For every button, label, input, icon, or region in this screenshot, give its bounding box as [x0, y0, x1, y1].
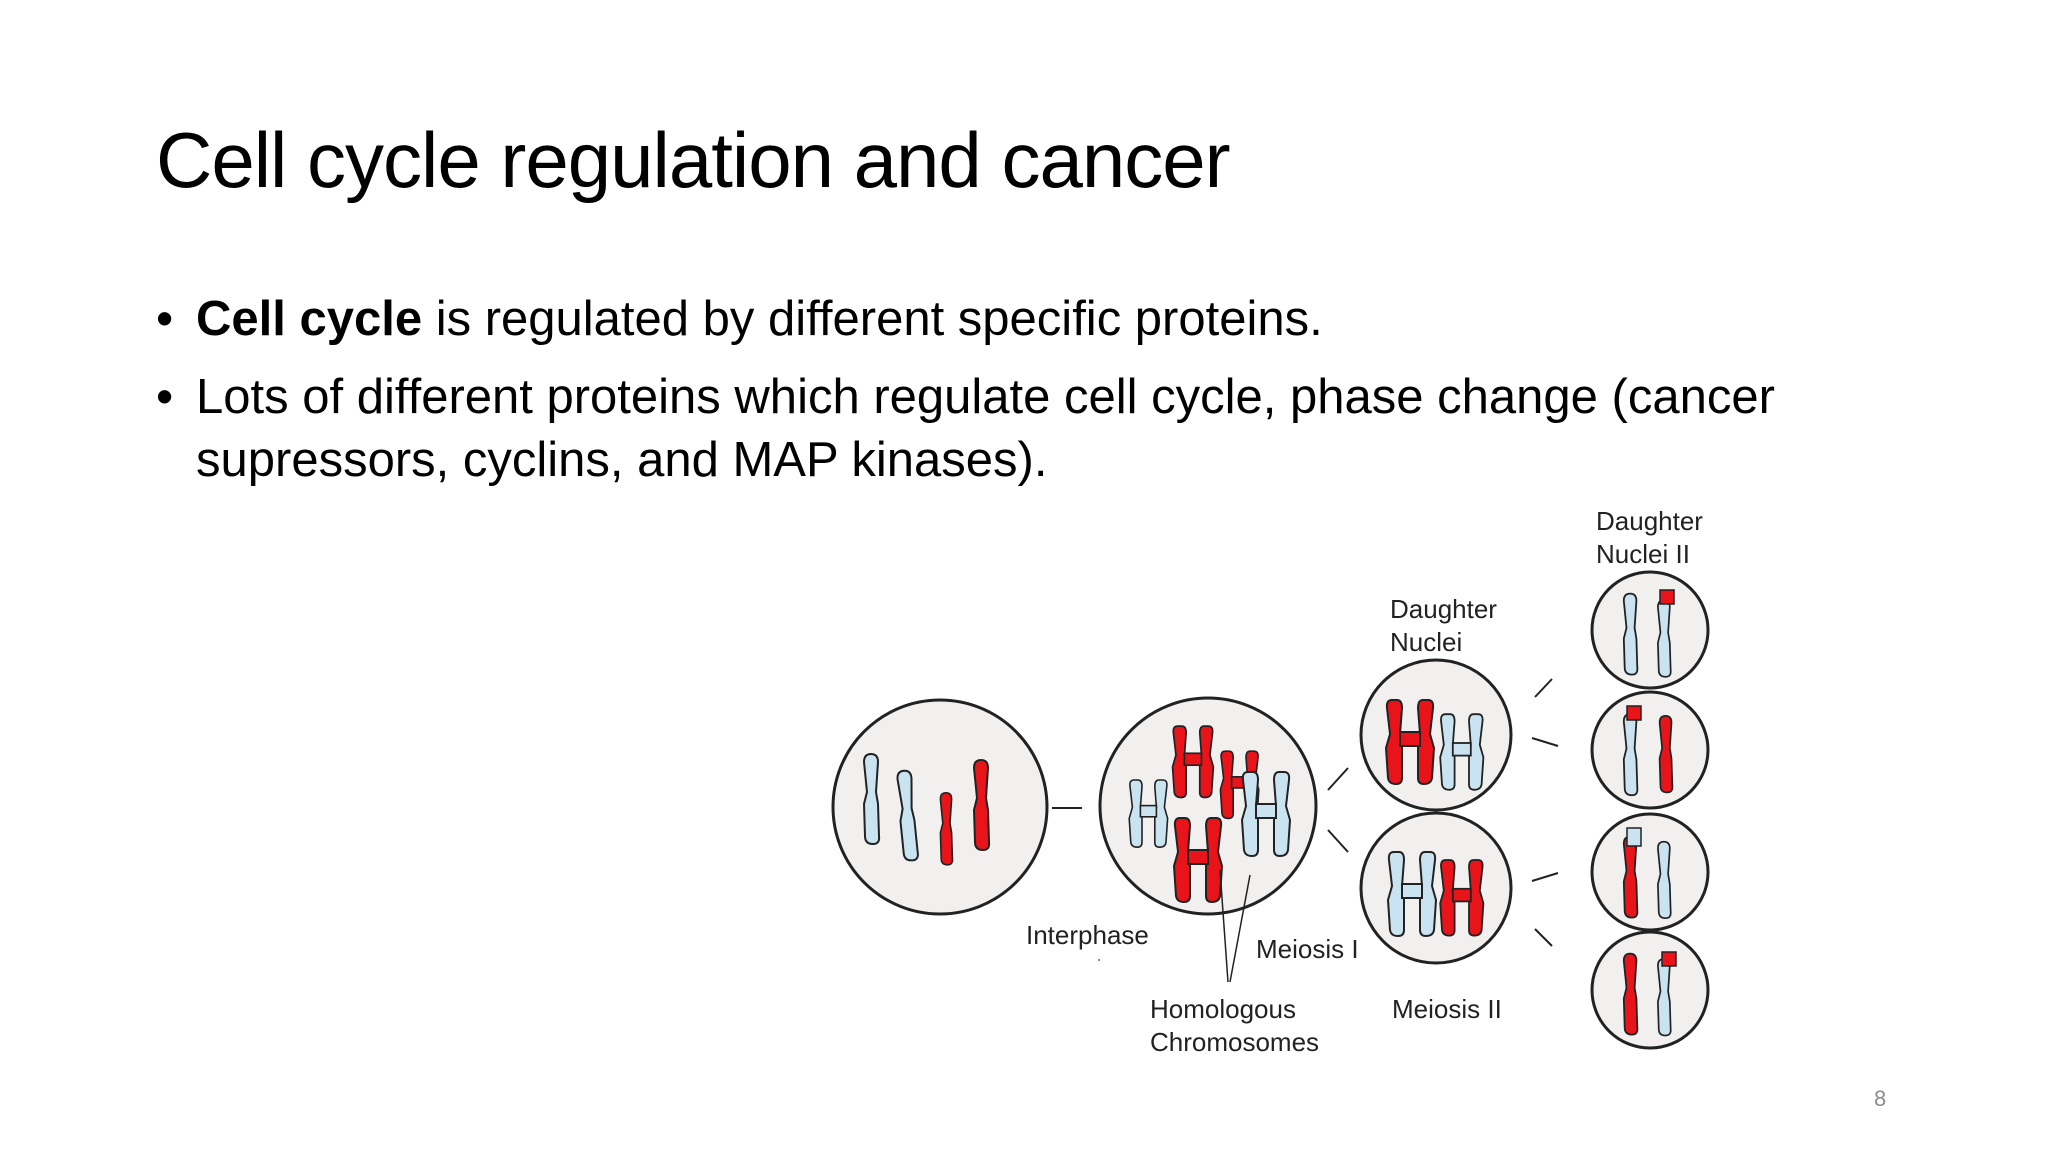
daughter-nucleus-ii-4	[1590, 930, 1710, 1050]
daughter-nucleus-ii-3	[1590, 812, 1710, 932]
daughter-nucleus-ii-1	[1590, 570, 1710, 690]
label-meiosis-2: Meiosis II	[1392, 994, 1502, 1024]
meiosis-1-cell	[1098, 696, 1318, 916]
label-daughter-nuclei-line2: Nuclei	[1390, 627, 1462, 657]
bullet-item: • Cell cycle is regulated by different s…	[156, 288, 1856, 352]
label-meiosis-1: Meiosis I	[1256, 934, 1359, 964]
label-daughter-nuclei-ii-line2: Nuclei II	[1596, 539, 1690, 569]
label-daughter-nuclei-line1: Daughter	[1390, 594, 1497, 624]
bullet-item: • Lots of different proteins which regul…	[156, 366, 1856, 493]
daughter-nucleus-ii-2	[1590, 690, 1710, 810]
label-homologous-line2: Chromosomes	[1150, 1027, 1319, 1057]
label-homologous-line1: Homologous	[1150, 994, 1296, 1024]
daughter-nucleus-top	[1359, 658, 1513, 812]
label-interphase: Interphase	[1026, 920, 1149, 950]
meiosis-diagram: Interphase Meiosis I Homologous Chromoso…	[831, 506, 1710, 1057]
interphase-cell	[831, 698, 1049, 916]
page-number: 8	[1874, 1086, 1887, 1111]
bullet-dot: •	[156, 369, 174, 424]
bullet-text: Lots of different proteins which regulat…	[196, 369, 1775, 488]
slide-title: Cell cycle regulation and cancer	[156, 116, 1231, 204]
bullet-dot: •	[156, 292, 174, 346]
label-daughter-nuclei-ii-line1: Daughter	[1596, 506, 1703, 536]
bullet-list: • Cell cycle is regulated by different s…	[156, 288, 1856, 507]
daughter-nucleus-bottom	[1359, 811, 1513, 965]
bullet-text: is regulated by different specific prote…	[422, 292, 1323, 346]
bullet-bold-text: Cell cycle	[196, 292, 423, 346]
